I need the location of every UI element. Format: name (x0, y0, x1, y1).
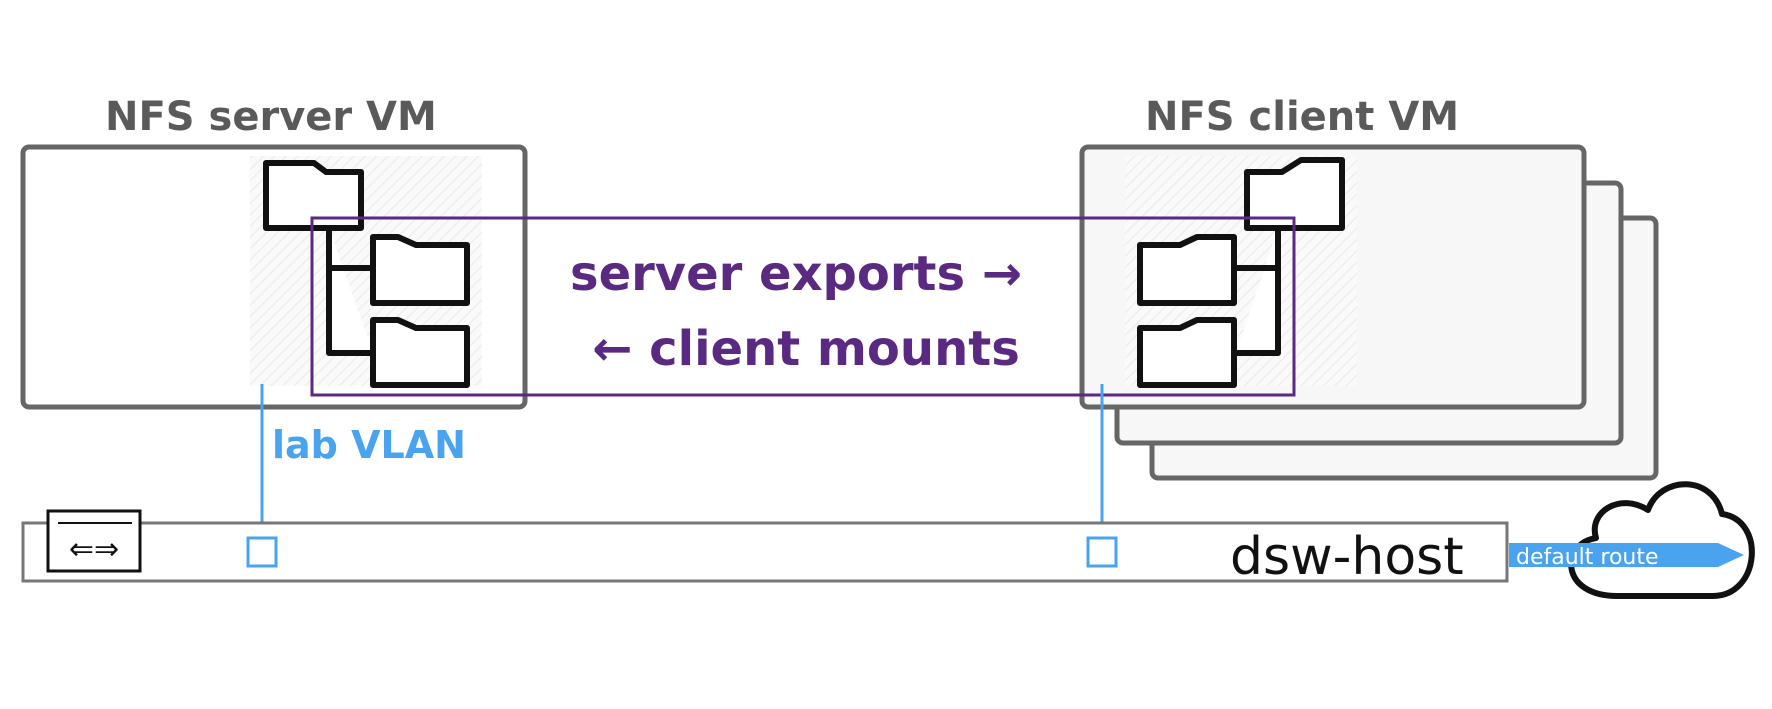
exports-box (310, 216, 1296, 397)
client-vm-title: NFS client VM (1145, 94, 1459, 140)
default-route-label: default route (1516, 545, 1659, 570)
folder-icon (1137, 317, 1237, 388)
switch-icon: ⇐⇒ (46, 509, 142, 573)
vlan-label: lab VLAN (272, 423, 466, 467)
folder-icon (263, 160, 364, 231)
server-exports-label: server exports → (570, 246, 1022, 302)
host-name: dsw-host (1230, 527, 1464, 587)
folder-icon (1244, 157, 1345, 231)
switch-arrows: ⇐⇒ (69, 532, 119, 567)
folder-icon (370, 317, 470, 388)
client-mounts-label: ← client mounts (592, 321, 1020, 377)
client-folder-tree (1137, 157, 1345, 388)
folder-icon (370, 234, 470, 306)
server-vlan-port (246, 536, 278, 568)
server-folder-tree (263, 160, 470, 388)
client-vlan-port (1086, 536, 1118, 568)
default-route-arrow-tail (1509, 543, 1744, 567)
cloud-icon (1568, 481, 1755, 599)
folder-icon (1137, 234, 1237, 306)
server-vm-title: NFS server VM (105, 94, 437, 140)
